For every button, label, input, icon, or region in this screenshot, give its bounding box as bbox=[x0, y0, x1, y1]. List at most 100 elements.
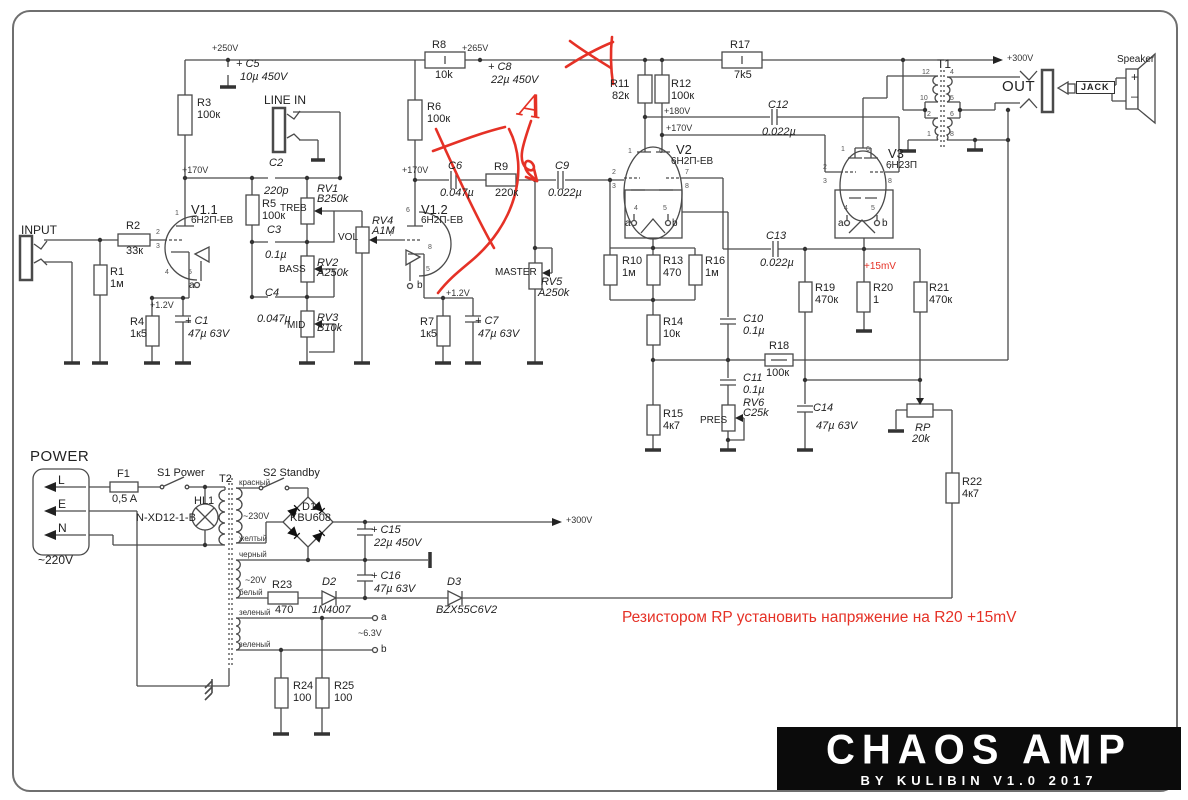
cap-c16-ref: + C16 bbox=[371, 570, 401, 582]
cap-c5-ref: + C5 bbox=[236, 58, 260, 70]
cap-c6-ref: C6 bbox=[448, 160, 463, 172]
wires-preamp bbox=[44, 59, 993, 362]
diode-d2-ref: D2 bbox=[322, 576, 337, 588]
pin: 5 bbox=[663, 205, 667, 212]
ctl-vol: VOL bbox=[338, 232, 359, 243]
pin: 4 bbox=[950, 69, 954, 76]
tube-v1-1 bbox=[164, 215, 210, 289]
term-b: b bbox=[381, 644, 387, 655]
pin: 1 bbox=[175, 210, 179, 217]
pin: 8 bbox=[950, 131, 954, 138]
res-r3-ref: R3 bbox=[197, 97, 212, 109]
pin: 3 bbox=[612, 183, 616, 190]
res-r6-val: 100к bbox=[427, 113, 451, 125]
res-r14-val: 10к bbox=[663, 328, 681, 340]
fuse-f1 bbox=[109, 481, 139, 493]
diode-d3 bbox=[447, 589, 464, 607]
out-jack bbox=[1019, 68, 1055, 114]
lamp-hl1 bbox=[191, 503, 219, 531]
voltage-1v2-b: +1.2V bbox=[446, 288, 470, 298]
tube-v3-ref: V3 bbox=[888, 146, 904, 161]
ctl-treb: TREB bbox=[280, 203, 307, 214]
res-r25-ref: R25 bbox=[334, 680, 355, 692]
cap-c3-val: 0.1µ bbox=[265, 249, 287, 261]
res-r10-ref: R10 bbox=[622, 255, 643, 267]
cap-c4-val: 0.047µ bbox=[257, 313, 291, 325]
res-r21-ref: R21 bbox=[929, 282, 950, 294]
pot-rv3-val: B10k bbox=[317, 322, 343, 334]
title-input: INPUT bbox=[21, 223, 57, 237]
lbl-jack: JACK bbox=[1076, 81, 1115, 94]
pot-rp-val: 20k bbox=[912, 433, 930, 445]
cap-c13-val: 0.022µ bbox=[760, 257, 794, 269]
pot-rv6-val: C25k bbox=[743, 407, 769, 419]
tube-v2-term-b: b bbox=[672, 218, 678, 229]
pin: 5 bbox=[426, 266, 430, 273]
ctl-mid: MID bbox=[287, 320, 306, 331]
res-r17-val: 7k5 bbox=[734, 69, 752, 81]
res-r11-val: 82к bbox=[612, 90, 630, 102]
tube-v2-term-a: a bbox=[625, 218, 631, 229]
pot-rv5-val: A250k bbox=[538, 287, 570, 299]
pin: 4 bbox=[165, 269, 169, 276]
tube-v12-ref: V1.2 bbox=[421, 202, 448, 217]
cap-c14-ref: C14 bbox=[813, 402, 834, 414]
pin: 2 bbox=[823, 164, 827, 171]
lbl-speaker: Speaker bbox=[1117, 54, 1155, 65]
pin: 1 bbox=[841, 146, 845, 153]
xfmr-t1: T1 bbox=[937, 57, 952, 71]
pot-rv2-val: A250k bbox=[317, 267, 349, 279]
pot-rv3-ref: RV3 bbox=[317, 312, 339, 324]
pot-rv5-ref: RV5 bbox=[541, 276, 563, 288]
cap-c11-ref: C11 bbox=[743, 372, 763, 384]
pot-rv1-val: B250k bbox=[317, 193, 349, 205]
sw-s2: S2 Standby bbox=[263, 467, 320, 479]
diode-d1-val: KBU608 bbox=[290, 512, 331, 524]
pin: 2 bbox=[927, 111, 931, 118]
res-r20-ref: R20 bbox=[873, 282, 894, 294]
page-frame bbox=[12, 10, 1178, 792]
wires-v2 bbox=[609, 60, 1008, 449]
voltage-6v3: ~6.3V bbox=[358, 628, 382, 638]
pin: 12 bbox=[922, 69, 930, 76]
res-r12-val: 100к bbox=[671, 90, 695, 102]
cap-c9-val: 0.022µ bbox=[548, 187, 582, 199]
pin: 1 bbox=[927, 131, 931, 138]
cap-c15-val: 22µ 450V bbox=[374, 537, 422, 549]
voltage-300v-ps: +300V bbox=[566, 515, 593, 525]
voltage-250v: +250V bbox=[212, 43, 239, 53]
red-mark-a: A bbox=[516, 85, 547, 127]
diode-d1-ref: D1 bbox=[302, 501, 317, 513]
pin: 2 bbox=[156, 229, 160, 236]
voltage-170v-b: +170V bbox=[402, 165, 429, 175]
res-r19-ref: R19 bbox=[815, 282, 836, 294]
title-power: POWER bbox=[30, 448, 90, 465]
res-r22-val: 4к7 bbox=[962, 488, 980, 500]
lamp-hl1-ref: HL1 bbox=[194, 495, 215, 507]
pot-rv4-val: A1M bbox=[372, 225, 395, 237]
voltage-230v: ~230V bbox=[243, 511, 270, 521]
pin: 6 bbox=[659, 148, 663, 155]
jack-plug bbox=[1056, 80, 1076, 96]
input-jack bbox=[18, 234, 48, 282]
spk-minus: – bbox=[1131, 89, 1138, 103]
diode-d2-val: 1N4007 bbox=[312, 604, 351, 616]
diode-d3-val: BZX55C6V2 bbox=[436, 604, 498, 616]
ground-symbols bbox=[64, 85, 983, 736]
chassis-ground bbox=[204, 679, 213, 701]
cap-c16-val: 47µ 63V bbox=[374, 583, 416, 595]
res-r4-val: 1к5 bbox=[130, 328, 148, 340]
pin-l: L bbox=[58, 473, 65, 487]
pin: 6 bbox=[950, 111, 954, 118]
tube-v3-val: 6Н23П bbox=[886, 160, 918, 171]
res-r16-val: 1м bbox=[705, 267, 719, 279]
cap-c3-ref: C3 bbox=[267, 224, 282, 236]
res-r1-val: 1м bbox=[110, 278, 124, 290]
cap-c2-ref: C2 bbox=[269, 157, 284, 169]
res-r1-ref: R1 bbox=[110, 266, 125, 278]
wind-white: белый bbox=[239, 588, 263, 597]
app-subtitle: BY KULIBIN V1.0 2017 bbox=[860, 772, 1098, 788]
